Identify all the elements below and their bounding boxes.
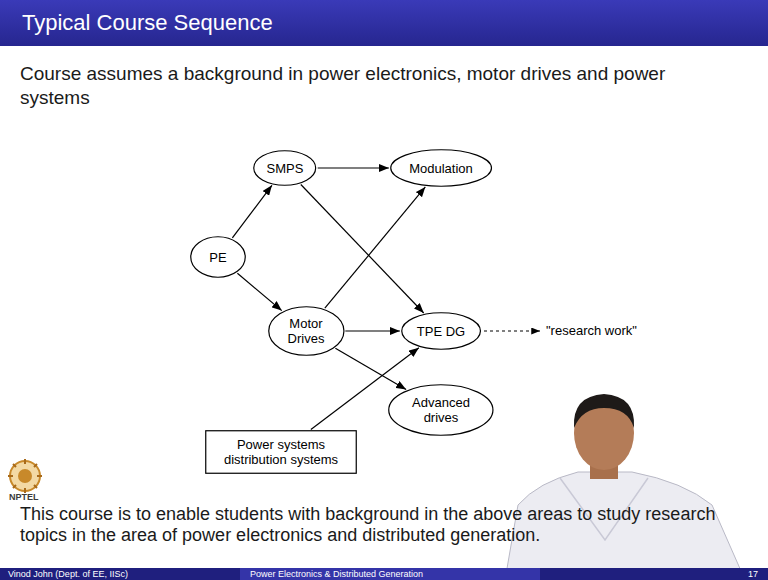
- slide-title: Typical Course Sequence: [22, 9, 273, 37]
- ellipse-outline: [191, 237, 246, 278]
- sequence-arrow: [318, 167, 389, 168]
- ellipse-outline: [268, 307, 343, 356]
- research-leader: [484, 331, 540, 332]
- node-text-group: PE: [209, 250, 226, 265]
- sequence-arrow: [232, 185, 272, 238]
- node-text-group: Modulation: [409, 161, 473, 176]
- node-label: Advanced drives: [408, 395, 474, 425]
- footer-course: Power Electronics & Distributed Generati…: [250, 568, 423, 580]
- presenter-figure: [505, 394, 745, 580]
- node-text-group: Power systems distribution systems: [216, 437, 346, 467]
- node-label: Modulation: [409, 161, 473, 176]
- nptel-emblem: [8, 459, 42, 493]
- node-text-group: SMPS: [267, 161, 304, 176]
- footer-author: Vinod John (Dept. of EE, IISc): [8, 568, 128, 580]
- node-text-group: TPE DG: [417, 324, 465, 339]
- ellipse-outline: [254, 151, 316, 186]
- process-box: Power systems distribution systems: [205, 430, 357, 474]
- ellipse-outline: [389, 385, 493, 436]
- course-ellipse: Motor Drives: [268, 306, 345, 356]
- course-ellipse: TPE DG: [401, 312, 481, 350]
- course-ellipse: Advanced drives: [388, 384, 494, 436]
- course-ellipse: PE: [190, 236, 246, 278]
- logo-text: NPTEL: [9, 492, 39, 503]
- node-text-group: Advanced drives: [408, 395, 474, 425]
- sequence-arrow: [345, 330, 400, 331]
- ellipse-outline: [391, 150, 492, 187]
- sequence-arrow: [325, 187, 425, 308]
- node-label: TPE DG: [417, 324, 465, 339]
- ellipse-outline: [402, 313, 481, 350]
- node-label: SMPS: [267, 161, 304, 176]
- sequence-arrow: [301, 185, 424, 313]
- node-text-group: Motor Drives: [283, 316, 329, 346]
- node-label: Power systems distribution systems: [216, 437, 346, 467]
- summary-text: This course is to enable students with b…: [20, 504, 725, 546]
- title-bar: [0, 0, 768, 46]
- footer-bar: [0, 568, 768, 580]
- sequence-arrow: [237, 273, 281, 310]
- page-number: 17: [748, 568, 758, 580]
- research-note: "research work": [546, 323, 637, 339]
- course-ellipse: SMPS: [253, 150, 316, 186]
- node-label: Motor Drives: [283, 316, 329, 346]
- node-label: PE: [209, 250, 226, 265]
- course-ellipse: Modulation: [390, 149, 492, 187]
- intro-text: Course assumes a background in power ele…: [20, 62, 680, 110]
- box-outline: [206, 431, 357, 474]
